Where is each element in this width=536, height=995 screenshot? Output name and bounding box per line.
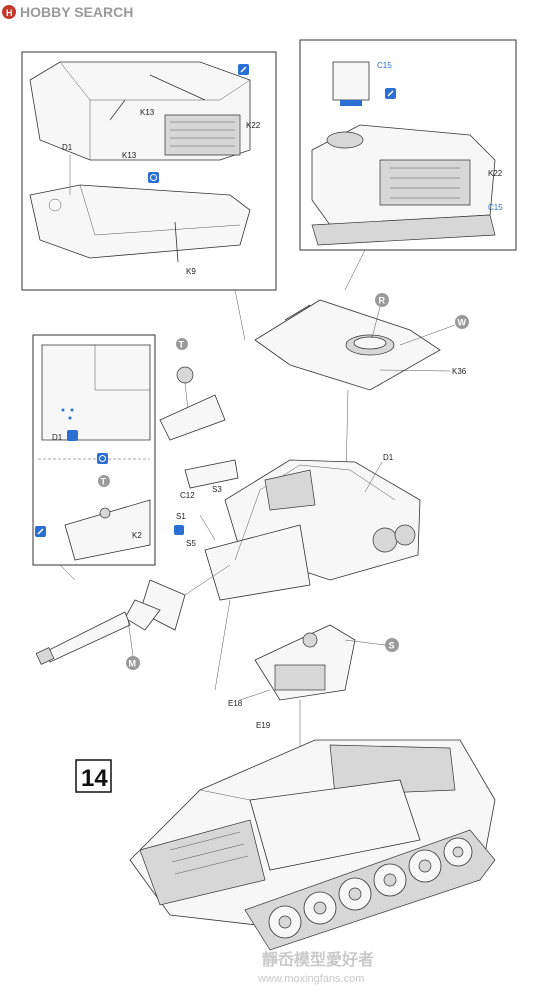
- label-c15-top: C15: [377, 61, 392, 70]
- label-e18: E18: [228, 699, 243, 708]
- hull-chassis: [129, 739, 496, 951]
- bottom-watermark: 靜岙模型愛好者 www.moxingfans.com: [257, 950, 374, 985]
- label-t-mid: T: [101, 477, 107, 487]
- flip-icon: [148, 172, 159, 183]
- label-k36: K36: [452, 367, 467, 376]
- part-t: T: [159, 338, 226, 441]
- label-k13-a: K13: [140, 108, 155, 117]
- hobby-search-logo: H HOBBY SEARCH: [2, 4, 133, 20]
- label-w: W: [458, 318, 467, 328]
- logo-mark-icon: [2, 5, 16, 19]
- hole-open-icon: [67, 430, 78, 441]
- roof-assembly: R W K36: [254, 293, 469, 521]
- label-d1-mid: D1: [52, 433, 63, 442]
- superstructure: D1 C12 S3 S1 S5: [174, 453, 421, 601]
- logo-text: HOBBY SEARCH: [20, 4, 133, 20]
- label-s: S: [389, 641, 395, 651]
- label-e19: E19: [256, 721, 271, 730]
- step-number: 14: [81, 765, 108, 792]
- label-s3: S3: [212, 485, 222, 494]
- label-k22-right: K22: [488, 169, 503, 178]
- label-s5: S5: [186, 539, 196, 548]
- label-k13-b: K13: [122, 151, 137, 160]
- svg-text:H: H: [6, 8, 13, 18]
- label-t-top: T: [179, 340, 185, 350]
- road-wheels: [268, 837, 473, 939]
- watermark-url: www.moxingfans.com: [257, 973, 364, 985]
- label-d1: D1: [383, 453, 394, 462]
- flip-icon-mid: [97, 453, 108, 464]
- label-m: M: [129, 659, 137, 669]
- label-k2: K2: [132, 531, 142, 540]
- step-number-box: 14: [75, 759, 112, 793]
- label-r: R: [379, 296, 386, 306]
- label-s1: S1: [176, 512, 186, 521]
- gun-mount-s: S E18 E19: [214, 599, 399, 820]
- callout-top-right: C15 K22 C15: [299, 39, 517, 291]
- callout-mid-left: D1 T K2: [32, 334, 156, 581]
- label-d1-callout: D1: [62, 143, 73, 152]
- label-c12: C12: [180, 491, 195, 500]
- callout-top-left: K13 K13 K22 D1 K9: [21, 51, 277, 341]
- flip-icon-s: [174, 525, 184, 535]
- label-c15-bottom: C15: [488, 203, 503, 212]
- gun-barrel-m: M: [35, 564, 231, 670]
- label-k9: K9: [186, 267, 196, 276]
- watermark-cjk: 靜岙模型愛好者: [262, 950, 374, 969]
- label-k22: K22: [246, 121, 261, 130]
